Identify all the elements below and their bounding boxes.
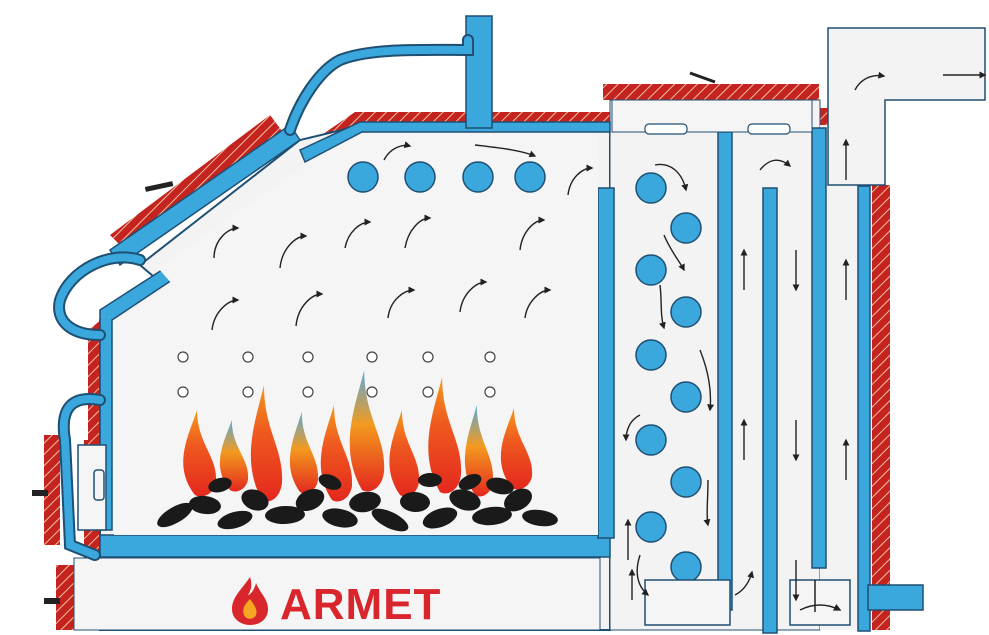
- curved-arrow-icon: [387, 286, 416, 319]
- curved-arrow-icon: [404, 214, 432, 249]
- coal-chunk-icon: [422, 507, 458, 529]
- curved-arrow-icon: [699, 349, 715, 412]
- curved-arrow-icon: [519, 216, 546, 251]
- curved-arrow-icon: [524, 286, 552, 319]
- curved-arrow-icon: [703, 479, 711, 527]
- curved-arrow-icon: [213, 224, 240, 259]
- cleanout-box-1[interactable]: [644, 579, 731, 626]
- water-jacket: [99, 15, 924, 634]
- coal-chunk-icon: [349, 491, 381, 513]
- curved-arrow-icon: [854, 71, 886, 91]
- curved-arrow-icon: [636, 554, 650, 596]
- coal-chunk-icon: [472, 506, 512, 526]
- air-hole-icon: [422, 351, 434, 363]
- air-hole-icon: [302, 351, 314, 363]
- air-hole-icon: [484, 351, 496, 363]
- coal-chunk-icon: [241, 489, 269, 511]
- air-hole-icon: [242, 351, 254, 363]
- curved-arrow-icon: [295, 290, 324, 327]
- cleanout-box-2[interactable]: [789, 579, 851, 626]
- curved-arrow-icon: [734, 570, 755, 596]
- flame-icon: [389, 410, 420, 497]
- air-hole-icon: [366, 351, 378, 363]
- air-hole-icon: [177, 386, 189, 398]
- coal-chunk-icon: [504, 488, 532, 512]
- coal-chunk-icon: [418, 472, 442, 488]
- coal-chunk-icon: [486, 477, 514, 495]
- coal-chunk-icon: [400, 491, 430, 513]
- flame-logo-icon: [232, 577, 268, 625]
- flame-icon: [500, 408, 533, 490]
- flue-outlet: [611, 27, 986, 186]
- coal-chunk-icon: [458, 473, 482, 491]
- flame-icon: [349, 370, 385, 492]
- curved-arrow-icon: [654, 163, 689, 192]
- flame-icon: [464, 405, 494, 497]
- secondary-air-holes: [177, 351, 496, 398]
- curved-arrow-icon: [659, 284, 666, 330]
- fire-flames: [183, 370, 533, 502]
- ash-pan-section: [73, 557, 601, 631]
- air-hole-icon: [302, 386, 314, 398]
- coal-chunk-icon: [371, 508, 409, 532]
- feed-door[interactable]: [77, 444, 107, 531]
- flame-icon: [219, 420, 249, 492]
- coal-chunk-icon: [157, 502, 193, 528]
- heat-exchanger-tubes-top: [347, 161, 546, 193]
- gas-flow-arrows: [211, 71, 987, 602]
- air-hole-icon: [366, 386, 378, 398]
- air-hole-icon: [177, 351, 189, 363]
- curved-arrow-icon: [344, 218, 372, 249]
- air-hole-icon: [422, 386, 434, 398]
- coal-chunk-icon: [318, 474, 342, 490]
- brand-name: ARMET: [280, 580, 441, 629]
- coal-bed: [157, 472, 558, 532]
- heat-exchanger-tubes-flue: [635, 172, 702, 583]
- coal-chunk-icon: [217, 510, 253, 530]
- coal-chunk-icon: [522, 509, 558, 527]
- curved-arrow-icon: [459, 278, 488, 313]
- curved-arrow-icon: [759, 159, 792, 171]
- brand-logo: ARMET: [232, 577, 441, 629]
- curved-arrow-icon: [279, 232, 308, 269]
- curved-arrow-icon: [474, 144, 537, 158]
- coal-chunk-icon: [322, 508, 358, 528]
- air-hole-icon: [242, 386, 254, 398]
- flame-icon: [250, 385, 283, 502]
- door-handles: [32, 181, 174, 604]
- flame-icon: [289, 412, 319, 494]
- air-hole-icon: [484, 386, 496, 398]
- curved-arrow-icon: [211, 296, 240, 331]
- curved-arrow-icon: [663, 234, 685, 272]
- coal-chunk-icon: [265, 505, 305, 525]
- flame-icon: [428, 377, 462, 494]
- coal-chunk-icon: [295, 488, 325, 512]
- flame-icon: [183, 410, 217, 497]
- coal-chunk-icon: [189, 495, 221, 515]
- curved-arrow-icon: [567, 164, 594, 196]
- curved-arrow-icon: [383, 141, 412, 161]
- coal-chunk-icon: [208, 477, 232, 493]
- coal-chunk-icon: [449, 489, 481, 511]
- curved-arrow-icon: [622, 414, 641, 442]
